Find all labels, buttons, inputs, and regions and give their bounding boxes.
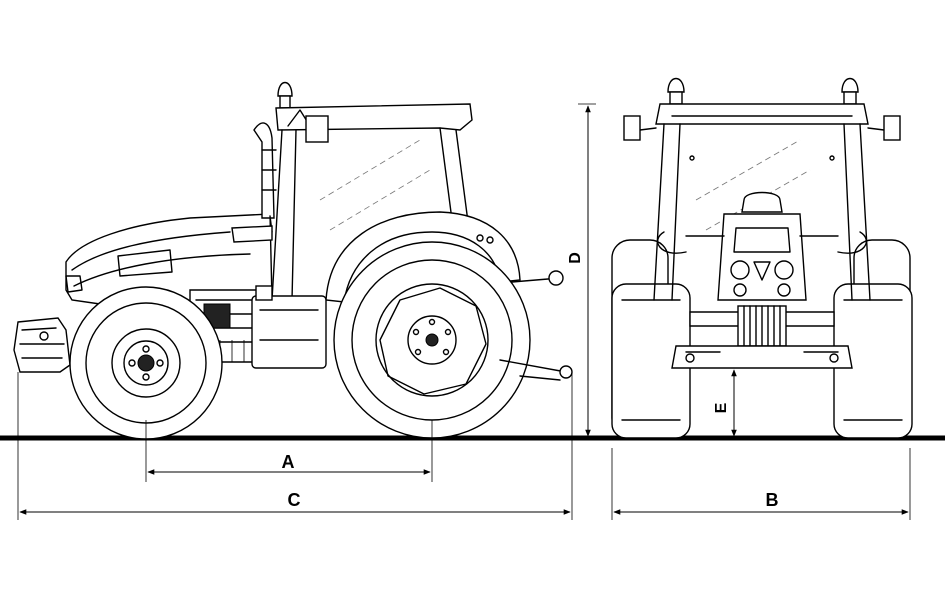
front-view bbox=[611, 77, 913, 439]
beacon-side bbox=[277, 81, 293, 109]
dimension-lines bbox=[17, 103, 911, 520]
side-view bbox=[13, 81, 573, 440]
dimension-label-a: A bbox=[282, 452, 295, 472]
front-ballast bbox=[13, 317, 71, 373]
front-view-front-wheels bbox=[611, 283, 913, 439]
rear-fender bbox=[325, 211, 521, 303]
dimension-label-e: E bbox=[713, 402, 730, 413]
rear-linkage bbox=[499, 270, 573, 381]
dimension-label-d: D bbox=[567, 252, 584, 264]
front-view-grille bbox=[657, 191, 867, 301]
front-wheel bbox=[69, 286, 223, 440]
exhaust-stack bbox=[253, 122, 277, 219]
front-view-axle bbox=[671, 305, 853, 369]
dimension-label-b: B bbox=[766, 490, 779, 510]
front-view-roof bbox=[655, 103, 869, 125]
cab-side bbox=[231, 103, 473, 301]
dimension-label-c: C bbox=[288, 490, 301, 510]
front-view-mirrors bbox=[623, 115, 901, 141]
front-view-beacons bbox=[667, 77, 859, 105]
hood bbox=[65, 213, 273, 305]
fuel-tank bbox=[251, 285, 327, 369]
rear-wheel bbox=[333, 241, 531, 439]
